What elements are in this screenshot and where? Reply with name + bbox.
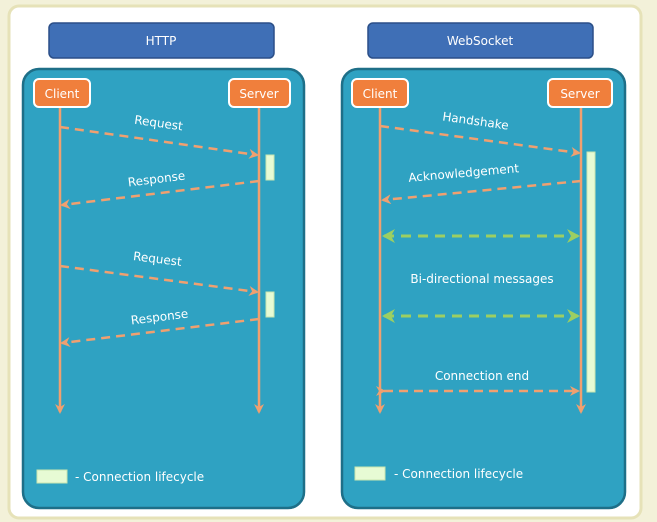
ws-client-actor: Client: [351, 78, 409, 108]
http-message-label: Request: [132, 249, 182, 269]
http-request-arrow: [59, 125, 259, 159]
ws-message-label: Bi-directional messages: [410, 272, 553, 286]
ws-lifecycle-bar: [586, 151, 596, 393]
http-client-label: Client: [45, 87, 80, 101]
ws-legend-label: - Connection lifecycle: [394, 467, 523, 481]
http-panel: [21, 67, 306, 510]
http-header: HTTP: [48, 22, 275, 59]
http-lifecycle-bar: [265, 291, 275, 318]
websocket-header: WebSocket: [367, 22, 594, 59]
http-server-label: Server: [239, 87, 278, 101]
http-response-arrow: [60, 317, 260, 347]
ws-legend-swatch: [354, 466, 386, 481]
ws-server-actor: Server: [547, 78, 613, 108]
http-title: HTTP: [146, 34, 177, 48]
http-server-actor: Server: [228, 78, 291, 108]
http-legend-swatch: [36, 469, 68, 484]
ws-acknowledgement-arrow: [381, 179, 582, 205]
http-response-arrow: [60, 179, 260, 209]
http-message-label: Response: [127, 169, 186, 190]
ws-handshake-arrow: [379, 124, 581, 157]
http-lifecycle-bar: [265, 154, 275, 181]
http-client-actor: Client: [33, 78, 91, 108]
http-legend-label: - Connection lifecycle: [75, 470, 204, 484]
http-message-label: Response: [130, 307, 189, 328]
ws-client-label: Client: [363, 87, 398, 101]
websocket-title: WebSocket: [447, 34, 514, 48]
http-request-arrow: [59, 264, 259, 296]
http-message-label: Request: [133, 113, 184, 134]
ws-server-label: Server: [560, 87, 599, 101]
ws-message-label: Connection end: [435, 369, 529, 383]
websocket-panel: [340, 67, 627, 510]
